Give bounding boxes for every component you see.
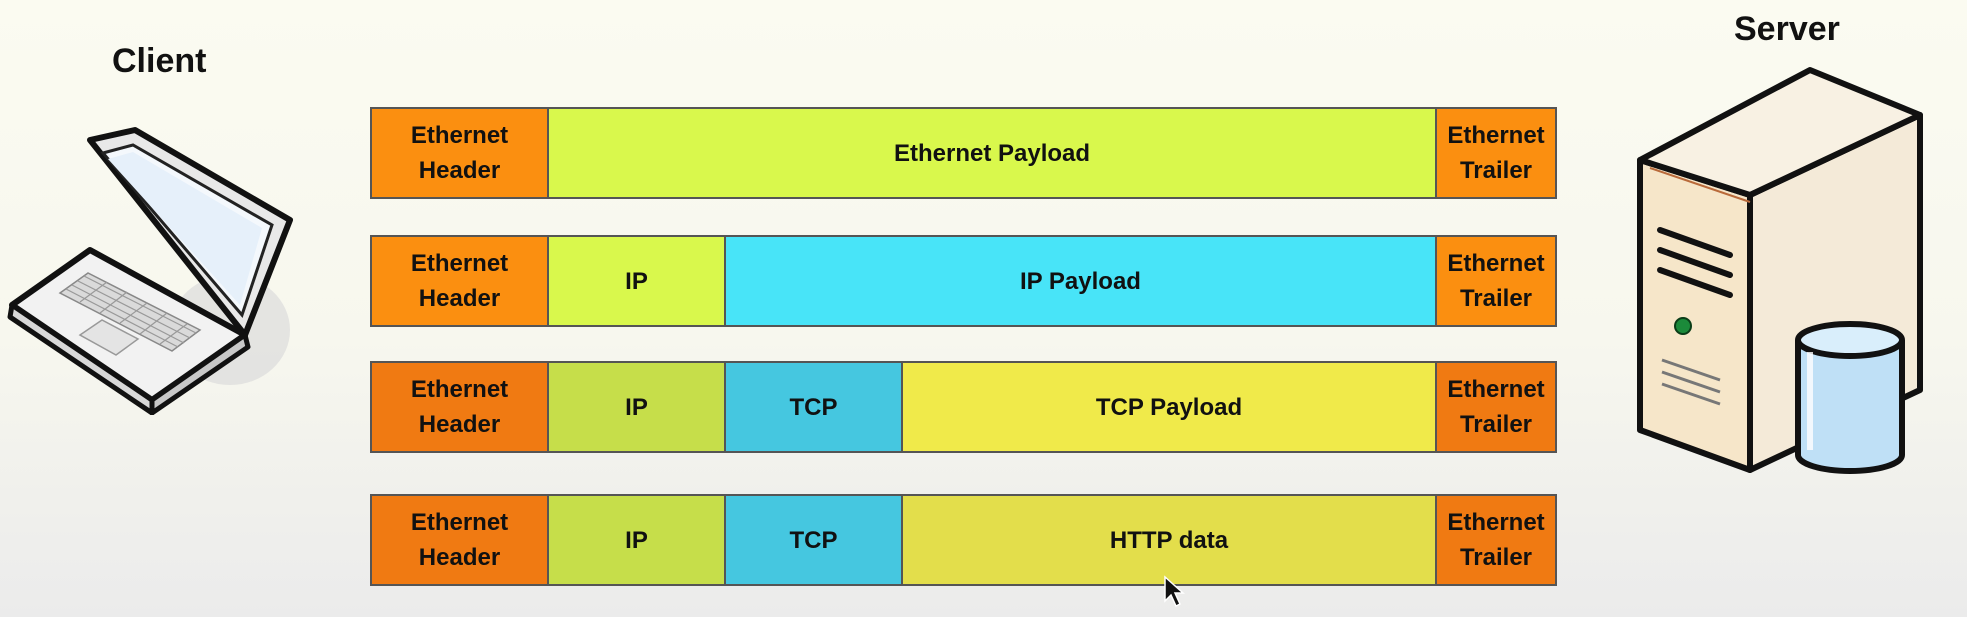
cell-ip: IP (547, 237, 724, 325)
cell-ethernet-payload: Ethernet Payload (547, 109, 1435, 197)
cell-ip-payload: IP Payload (724, 237, 1435, 325)
laptop-icon (7, 127, 293, 415)
cell-tcp-payload: TCP Payload (901, 363, 1435, 451)
cell-tcp: TCP (724, 363, 901, 451)
cell-tcp: TCP (724, 496, 901, 584)
cell-ip: IP (547, 363, 724, 451)
cell-ip: IP (547, 496, 724, 584)
server-icon (1637, 67, 1923, 474)
client-label: Client (112, 42, 207, 80)
cell-http-data: HTTP data (901, 496, 1435, 584)
server-label: Server (1734, 10, 1840, 48)
mouse-cursor-icon (1164, 575, 1185, 608)
